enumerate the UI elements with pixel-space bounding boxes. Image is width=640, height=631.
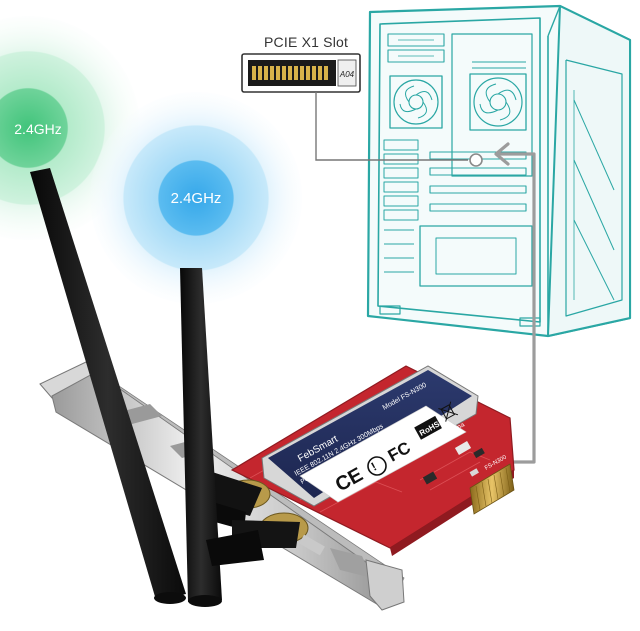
signal-right-rings — [90, 92, 302, 304]
pcb-board: FS-N300 — [230, 365, 515, 556]
insert-arrow — [494, 142, 536, 464]
signal-left-label: 2.4GHz — [14, 121, 61, 137]
antenna-right — [180, 268, 300, 607]
weee-bin-icon — [438, 401, 459, 422]
cert-circle-mark — [367, 456, 387, 476]
signal-right-label: 2.4GHz — [171, 190, 222, 207]
pcie-slot-callout: A04 — [241, 53, 468, 161]
svg-text:!: ! — [369, 459, 379, 473]
slot-code: A04 — [339, 70, 355, 79]
pcie-slot-title: PCIE X1 Slot — [264, 34, 349, 50]
pc-case-drawing — [366, 4, 632, 338]
